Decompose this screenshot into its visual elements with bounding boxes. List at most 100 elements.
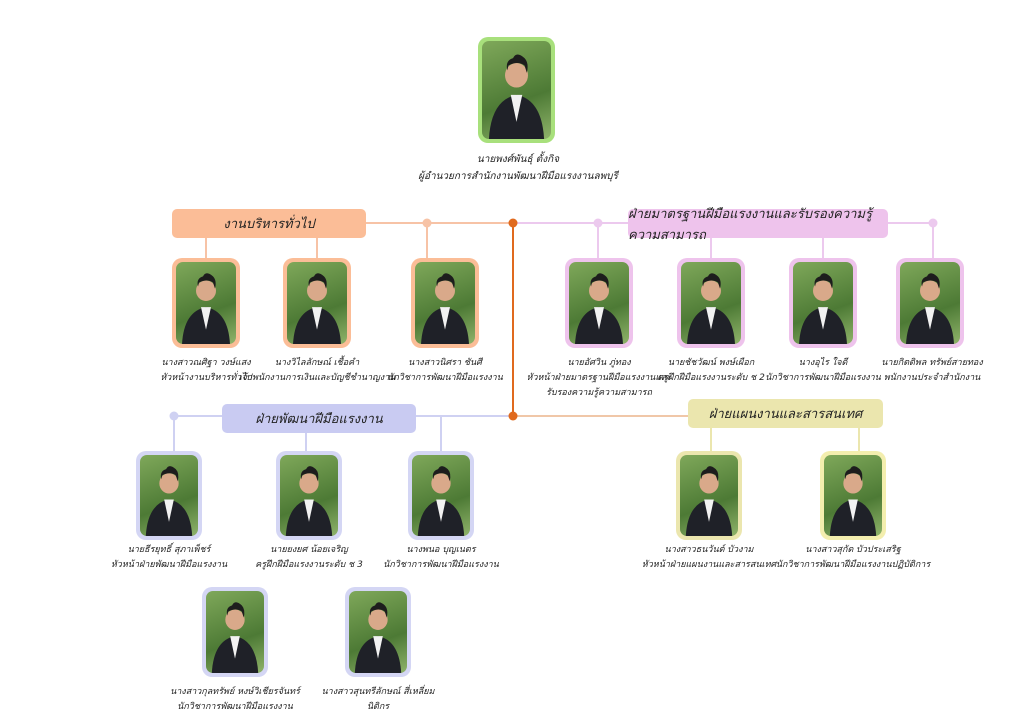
junction-dot <box>593 218 603 228</box>
person-portrait-icon <box>824 455 882 536</box>
person-title: ครูฝึกฝีมือแรงงานระดับ ช 2 <box>657 373 765 383</box>
member-caption: นางพนอ บุญเนตรนักวิชาการพัฒนาฝีมือแรงงาน <box>383 543 499 573</box>
dept-header-development: ฝ่ายพัฒนาฝีมือแรงงาน <box>222 404 416 433</box>
trunk-line <box>512 223 514 417</box>
member-caption: นางสาวสุนทรีลักษณ์ สี่เหลี่ยมนิติกร <box>322 685 435 715</box>
junction-dot <box>169 411 179 421</box>
junction-dot <box>508 411 518 421</box>
junction-dot <box>508 218 518 228</box>
person-title: หัวหน้างานบริหารทั่วไป <box>160 373 252 383</box>
person-portrait-icon <box>900 262 960 344</box>
member-photo <box>283 258 351 348</box>
person-title-cont: รับรองความรู้ความสามารถ <box>546 388 652 398</box>
person-portrait-icon <box>680 455 738 536</box>
connector-admin <box>366 222 513 224</box>
member-photo <box>276 451 342 540</box>
director-caption: นายพงศ์พันธุ์ ตั้งกิจผู้อำนวยการสำนักงาน… <box>418 151 618 185</box>
member-caption: นางอุไร ใจดีนักวิชาการพัฒนาฝีมือแรงงาน <box>765 356 881 386</box>
person-portrait-icon <box>412 455 470 536</box>
person-portrait-icon <box>206 591 264 673</box>
drop <box>173 416 175 451</box>
member-photo <box>411 258 479 348</box>
junction-dot <box>928 218 938 228</box>
person-name: นางสาวธนวันต์ บัวงาม <box>664 545 754 555</box>
member-photo <box>676 451 742 540</box>
person-name: นางสาวสุกัด บัวประเสริฐ <box>805 545 901 555</box>
person-title: เจ้าพนักงานการเงินและบัญชีชำนาญงาน <box>238 373 396 383</box>
drop <box>710 238 712 258</box>
member-photo <box>408 451 474 540</box>
person-name: นายธีรยุทธิ์ สุภาเพ็ชร์ <box>127 545 211 555</box>
dept-header-admin: งานบริหารทั่วไป <box>172 209 366 238</box>
director-photo <box>478 37 555 143</box>
person-name: นางวิไลลักษณ์ เชื้อคำ <box>274 358 360 368</box>
person-title: นักวิชาการพัฒนาฝีมือแรงงาน <box>387 373 503 383</box>
drop <box>822 238 824 258</box>
person-portrait-icon <box>569 262 629 344</box>
person-name: นางอุไร ใจดี <box>798 358 848 368</box>
member-photo <box>172 258 240 348</box>
person-name: นางพนอ บุญเนตร <box>406 545 476 555</box>
person-name: นางสาวณศิฐา วงษ์แสง <box>161 358 251 368</box>
drop <box>305 433 307 451</box>
member-photo <box>896 258 964 348</box>
person-name: นางสาวนิศรา ชันศี <box>408 358 482 368</box>
connector-standards <box>513 222 628 224</box>
drop <box>426 223 428 258</box>
member-caption: นางสาวสุกัด บัวประเสริฐนักวิชาการพัฒนาฝี… <box>776 543 930 573</box>
person-title: นักวิชาการพัฒนาฝีมือแรงงาน <box>177 702 293 712</box>
member-caption: นายกิตติพล ทรัพย์สายทองพนักงานประจำสำนัก… <box>881 356 982 386</box>
member-photo <box>136 451 202 540</box>
person-portrait-icon <box>140 455 198 536</box>
dept-header-standards: ฝ่ายมาตรฐานฝีมือแรงงานและรับรองความรู้คว… <box>628 207 888 243</box>
member-photo <box>820 451 886 540</box>
drop <box>316 238 318 258</box>
person-title: ผู้อำนวยการสำนักงานพัฒนาฝีมือแรงงานลพบุร… <box>418 171 618 182</box>
drop <box>932 223 934 258</box>
member-photo <box>677 258 745 348</box>
person-portrait-icon <box>176 262 236 344</box>
drop <box>710 428 712 451</box>
member-caption: นางสาวนิศรา ชันศีนักวิชาการพัฒนาฝีมือแรง… <box>387 356 503 386</box>
person-title: นิติกร <box>366 702 390 712</box>
person-name: นายยงยศ น้อยเจริญ <box>270 545 348 555</box>
person-portrait-icon <box>280 455 338 536</box>
person-portrait-icon <box>793 262 853 344</box>
member-photo <box>789 258 857 348</box>
person-title: หัวหน้าฝ่ายแผนงานและสารสนเทศ <box>641 560 777 570</box>
member-photo <box>345 587 411 677</box>
person-title: ครูฝึกฝีมือแรงงานระดับ ช 3 <box>255 560 363 570</box>
member-caption: นายอัศวิน ภู่ทองหัวหน้าฝ่ายมาตรฐานฝีมือแ… <box>527 356 672 401</box>
person-portrait-icon <box>415 262 475 344</box>
person-name: นางสาวกุลทรัพย์ หงษ์วิเชียรจันทร์ <box>170 687 300 697</box>
member-caption: นางสาวธนวันต์ บัวงามหัวหน้าฝ่ายแผนงานและ… <box>642 543 776 573</box>
person-portrait-icon <box>482 41 551 139</box>
drop <box>205 238 207 258</box>
junction-dot <box>422 218 432 228</box>
member-photo <box>565 258 633 348</box>
drop <box>440 416 442 451</box>
person-name: นายพงศ์พันธุ์ ตั้งกิจ <box>476 154 560 165</box>
person-name: นายกิตติพล ทรัพย์สายทอง <box>881 358 983 368</box>
person-title: หัวหน้าฝ่ายพัฒนาฝีมือแรงงาน <box>110 560 228 570</box>
person-title: นักวิชาการพัฒนาฝีมือแรงงาน <box>765 373 881 383</box>
member-photo <box>202 587 268 677</box>
person-title: พนักงานประจำสำนักงาน <box>883 373 981 383</box>
drop <box>597 223 599 258</box>
person-title: หัวหน้าฝ่ายมาตรฐานฝีมือแรงงานและ <box>526 373 672 383</box>
person-portrait-icon <box>287 262 347 344</box>
person-title: นักวิชาการพัฒนาฝีมือแรงงาน <box>383 560 499 570</box>
member-caption: นางสาวณศิฐา วงษ์แสงหัวหน้างานบริหารทั่วไ… <box>160 356 251 386</box>
member-caption: นางสาวกุลทรัพย์ หงษ์วิเชียรจันทร์นักวิชา… <box>170 685 300 715</box>
person-name: นายอัศวิน ภู่ทอง <box>567 358 631 368</box>
drop <box>858 428 860 451</box>
connector-planning <box>513 415 688 417</box>
member-caption: นายธีรยุทธิ์ สุภาเพ็ชร์หัวหน้าฝ่ายพัฒนาฝ… <box>111 543 227 573</box>
person-name: นายชัชวัฒน์ พงษ์เผือก <box>667 358 755 368</box>
person-portrait-icon <box>349 591 407 673</box>
member-caption: นายชัชวัฒน์ พงษ์เผือกครูฝึกฝีมือแรงงานระ… <box>657 356 765 386</box>
member-caption: นางวิไลลักษณ์ เชื้อคำเจ้าพนักงานการเงินแ… <box>239 356 396 386</box>
dept-header-planning: ฝ่ายแผนงานและสารสนเทศ <box>688 399 883 428</box>
person-name: นางสาวสุนทรีลักษณ์ สี่เหลี่ยม <box>321 687 435 697</box>
person-portrait-icon <box>681 262 741 344</box>
